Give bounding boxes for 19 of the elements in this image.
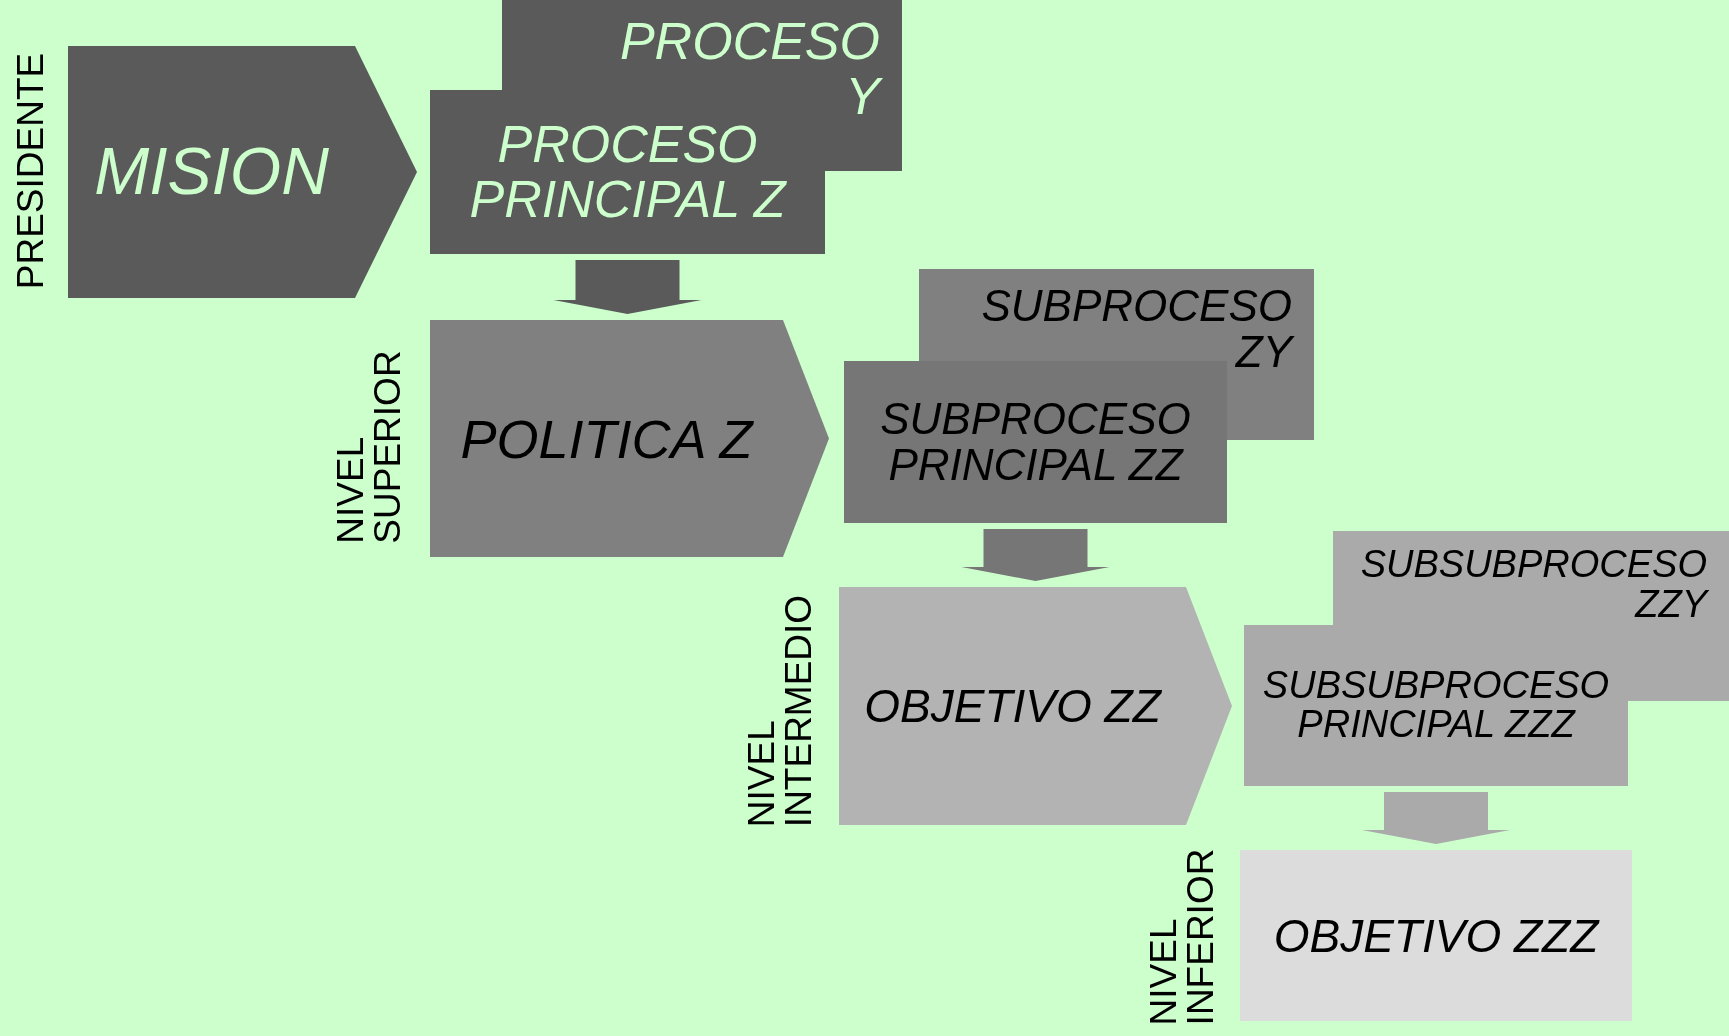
- process-box: [1244, 625, 1628, 786]
- node-text: POLITICA Z: [459, 410, 755, 467]
- process-box: [844, 361, 1227, 523]
- node-text: OBJETIVO ZZ: [863, 681, 1163, 731]
- node-text: SUBSUBPROCESO PRINCIPAL ZZZ: [1261, 665, 1611, 746]
- block-arrow: [961, 529, 1110, 581]
- node-text: SUBSUBPROCESO ZZY: [1360, 545, 1707, 625]
- node-text: PROCESO PRINCIPAL Z: [468, 117, 788, 227]
- process-box: [430, 90, 825, 254]
- block-arrow: [1362, 792, 1510, 844]
- level-label: NIVEL INFERIOR: [1145, 848, 1219, 1026]
- node-text: SUBPROCESO PRINCIPAL ZZ: [879, 395, 1192, 489]
- level-label: PRESIDENTE: [11, 52, 49, 290]
- node-text: OBJETIVO ZZZ: [1272, 911, 1601, 960]
- node-text: MISION: [93, 137, 330, 207]
- process-box: [1240, 850, 1632, 1021]
- block-arrow: [553, 260, 702, 314]
- level-label: NIVEL INTERMEDIO: [743, 594, 817, 828]
- level-label: NIVEL SUPERIOR: [332, 350, 406, 544]
